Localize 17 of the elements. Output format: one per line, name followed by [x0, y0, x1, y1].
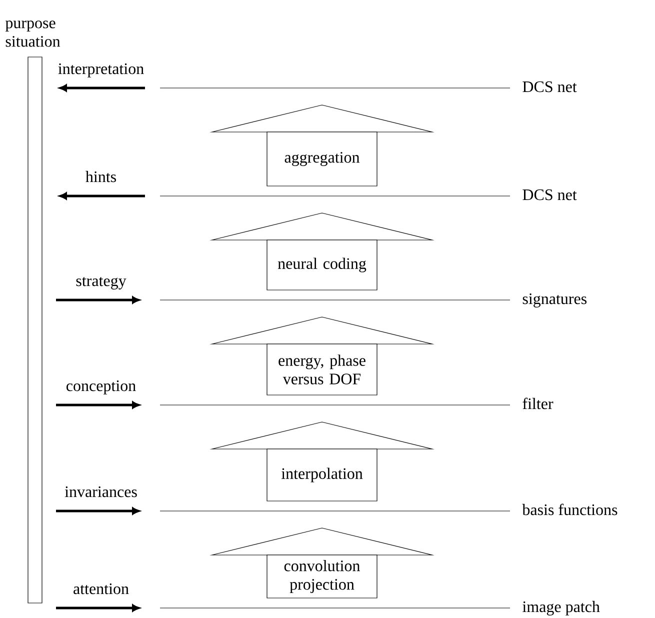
level-label: DCS net — [522, 189, 577, 200]
level-label: image patch — [522, 600, 600, 616]
arrow-label: invariances — [64, 486, 137, 498]
arrow-label: hints — [86, 170, 116, 182]
arrow-label: interpretation — [58, 63, 144, 78]
node-label: convolution projection — [284, 560, 360, 594]
level-label: signatures — [522, 293, 586, 308]
node-label: energy, phase versus DOF — [278, 354, 366, 384]
arrow-label: strategy — [76, 277, 126, 290]
arrow-label: attention — [74, 583, 129, 594]
node-label: interpolation — [281, 468, 363, 482]
node-label: neural coding — [278, 258, 366, 272]
level-label: filter — [522, 398, 554, 410]
level-label: DCS net — [522, 81, 577, 92]
node-label: purpose situation — [5, 20, 60, 47]
arrow-label: conception — [66, 380, 136, 394]
level-label: basis functions — [522, 504, 618, 516]
